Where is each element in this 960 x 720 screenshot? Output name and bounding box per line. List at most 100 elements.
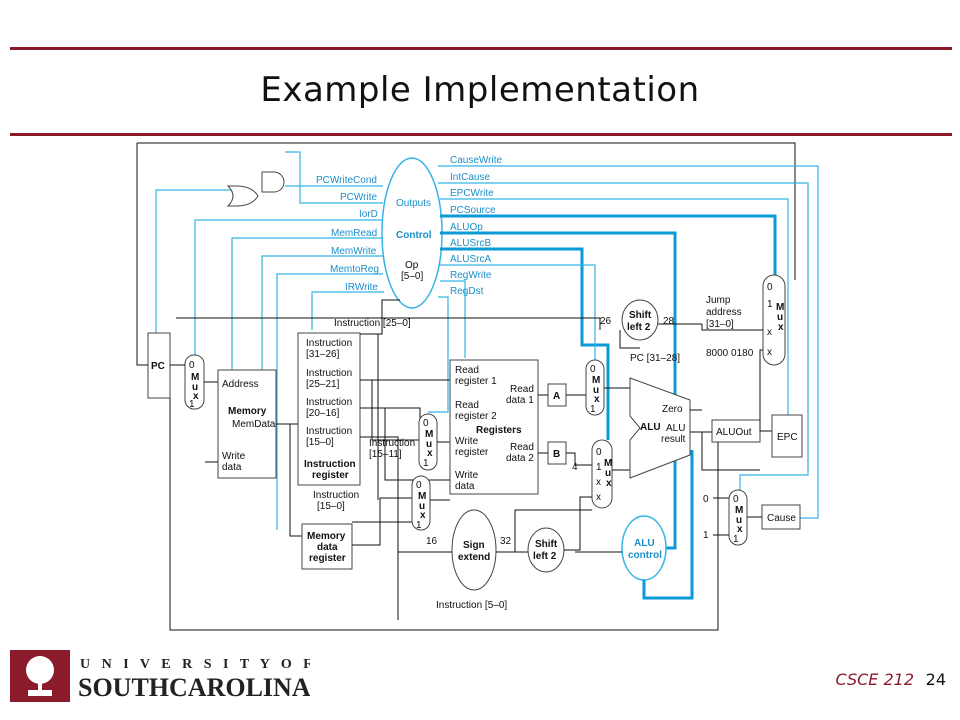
svg-text:x: x bbox=[420, 510, 426, 521]
svg-text:[15–0]: [15–0] bbox=[306, 437, 334, 448]
footer-page-number: 24 bbox=[925, 670, 946, 689]
svg-text:x: x bbox=[778, 322, 784, 333]
signal-pcwrite: PCWrite bbox=[340, 192, 377, 203]
svg-text:Instruction: Instruction bbox=[304, 459, 356, 470]
signal-memread: MemRead bbox=[331, 228, 377, 239]
exception-address: 8000 0180 bbox=[706, 348, 754, 359]
svg-text:data 2: data 2 bbox=[506, 453, 534, 464]
svg-text:[25–21]: [25–21] bbox=[306, 379, 340, 390]
svg-text:u: u bbox=[605, 468, 611, 479]
svg-text:u: u bbox=[192, 382, 198, 393]
svg-text:Cause: Cause bbox=[767, 513, 796, 524]
svg-text:[15–11]: [15–11] bbox=[369, 449, 402, 460]
svg-text:ALU: ALU bbox=[640, 422, 661, 433]
registers-label: Registers bbox=[476, 425, 522, 436]
svg-text:Instruction: Instruction bbox=[306, 368, 352, 379]
frame-top-wire bbox=[137, 142, 796, 280]
svg-text:[20–16]: [20–16] bbox=[306, 408, 340, 419]
svg-text:[31–26]: [31–26] bbox=[306, 349, 340, 360]
svg-text:register 1: register 1 bbox=[455, 376, 497, 387]
svg-text:Memory: Memory bbox=[307, 531, 346, 542]
svg-text:left 2: left 2 bbox=[533, 551, 557, 562]
svg-text:16: 16 bbox=[426, 536, 438, 547]
svg-text:PC [31–28]: PC [31–28] bbox=[630, 353, 680, 364]
svg-text:0: 0 bbox=[590, 364, 596, 375]
svg-text:M: M bbox=[604, 458, 612, 469]
svg-text:ALUOut: ALUOut bbox=[716, 427, 752, 438]
epc-register bbox=[771, 414, 803, 458]
svg-text:A: A bbox=[553, 391, 560, 402]
instruction-register bbox=[297, 332, 361, 486]
usc-logo: U N I V E R S I T Y O F SOUTHCAROLINA. bbox=[10, 650, 317, 702]
svg-text:M: M bbox=[191, 372, 199, 383]
svg-text:Sign: Sign bbox=[463, 540, 485, 551]
svg-text:x: x bbox=[427, 448, 433, 459]
svg-text:u: u bbox=[419, 501, 425, 512]
register-file bbox=[449, 359, 539, 495]
svg-text:1: 1 bbox=[416, 520, 422, 531]
svg-text:0: 0 bbox=[733, 494, 739, 505]
svg-text:EPC: EPC bbox=[777, 432, 798, 443]
svg-text:0: 0 bbox=[767, 282, 773, 293]
shift-left2-top bbox=[621, 299, 659, 341]
svg-text:1: 1 bbox=[767, 299, 773, 310]
shift-left2-bottom bbox=[527, 527, 565, 573]
svg-text:Shift: Shift bbox=[629, 310, 652, 321]
svg-text:x: x bbox=[767, 347, 772, 358]
top-rule bbox=[10, 47, 952, 50]
signal-regwrite: RegWrite bbox=[450, 270, 492, 281]
svg-text:1: 1 bbox=[189, 399, 195, 410]
svg-text:[15–0]: [15–0] bbox=[317, 501, 345, 512]
svg-text:register: register bbox=[455, 447, 489, 458]
svg-text:1: 1 bbox=[590, 404, 596, 415]
svg-text:ALU: ALU bbox=[666, 423, 685, 434]
control-op-range: [5–0] bbox=[401, 271, 423, 282]
datapath-diagram: Outputs Control Op [5–0] PCWriteCond PCW… bbox=[136, 142, 819, 631]
signal-alusrca: ALUSrcA bbox=[450, 254, 491, 265]
svg-text:Zero: Zero bbox=[662, 404, 683, 415]
svg-text:1: 1 bbox=[423, 458, 429, 469]
svg-text:1: 1 bbox=[596, 462, 602, 473]
svg-text:Instruction: Instruction bbox=[306, 397, 352, 408]
svg-text:[31–0]: [31–0] bbox=[706, 319, 734, 330]
svg-text:M: M bbox=[776, 302, 784, 313]
svg-text:register: register bbox=[309, 553, 346, 564]
left-control-signals: PCWriteCond PCWrite IorD MemRead MemWrit… bbox=[316, 175, 379, 293]
svg-text:M: M bbox=[425, 429, 433, 440]
svg-text:u: u bbox=[593, 385, 599, 396]
svg-text:x: x bbox=[594, 394, 600, 405]
svg-text:1: 1 bbox=[703, 530, 709, 541]
svg-text:0: 0 bbox=[423, 418, 429, 429]
memory-data-register bbox=[301, 523, 353, 570]
svg-text:M: M bbox=[592, 375, 600, 386]
svg-text:x: x bbox=[596, 477, 601, 488]
svg-text:extend: extend bbox=[458, 552, 490, 563]
signal-memtoreg: MemtoReg bbox=[330, 264, 379, 275]
right-control-signals: CauseWrite IntCause EPCWrite PCSource AL… bbox=[450, 155, 502, 297]
memdata-label: MemData bbox=[232, 419, 276, 430]
title-rule bbox=[10, 133, 952, 136]
memory-unit bbox=[217, 369, 277, 479]
signal-causewrite: CauseWrite bbox=[450, 155, 502, 166]
signal-intcause: IntCause bbox=[450, 172, 490, 183]
svg-text:Read: Read bbox=[510, 442, 534, 453]
svg-text:28: 28 bbox=[663, 316, 675, 327]
svg-text:Jump: Jump bbox=[706, 295, 731, 306]
control-op-label: Op bbox=[405, 260, 419, 271]
cause-register bbox=[761, 504, 801, 530]
svg-text:Instruction: Instruction bbox=[369, 438, 415, 449]
svg-text:data: data bbox=[222, 462, 242, 473]
svg-text:left 2: left 2 bbox=[627, 322, 651, 333]
svg-text:address: address bbox=[706, 307, 742, 318]
svg-text:Shift: Shift bbox=[535, 539, 558, 550]
ir-25-0-top: Instruction [25–0] bbox=[334, 318, 411, 329]
svg-text:register: register bbox=[312, 470, 349, 481]
signal-regdst: RegDst bbox=[450, 286, 484, 297]
pc-feedback-wire bbox=[136, 143, 148, 366]
svg-text:register 2: register 2 bbox=[455, 411, 497, 422]
svg-text:data 1: data 1 bbox=[506, 395, 534, 406]
signal-irwrite: IRWrite bbox=[345, 282, 378, 293]
control-name-label: Control bbox=[396, 230, 432, 241]
svg-text:u: u bbox=[426, 439, 432, 450]
svg-text:data: data bbox=[455, 481, 475, 492]
